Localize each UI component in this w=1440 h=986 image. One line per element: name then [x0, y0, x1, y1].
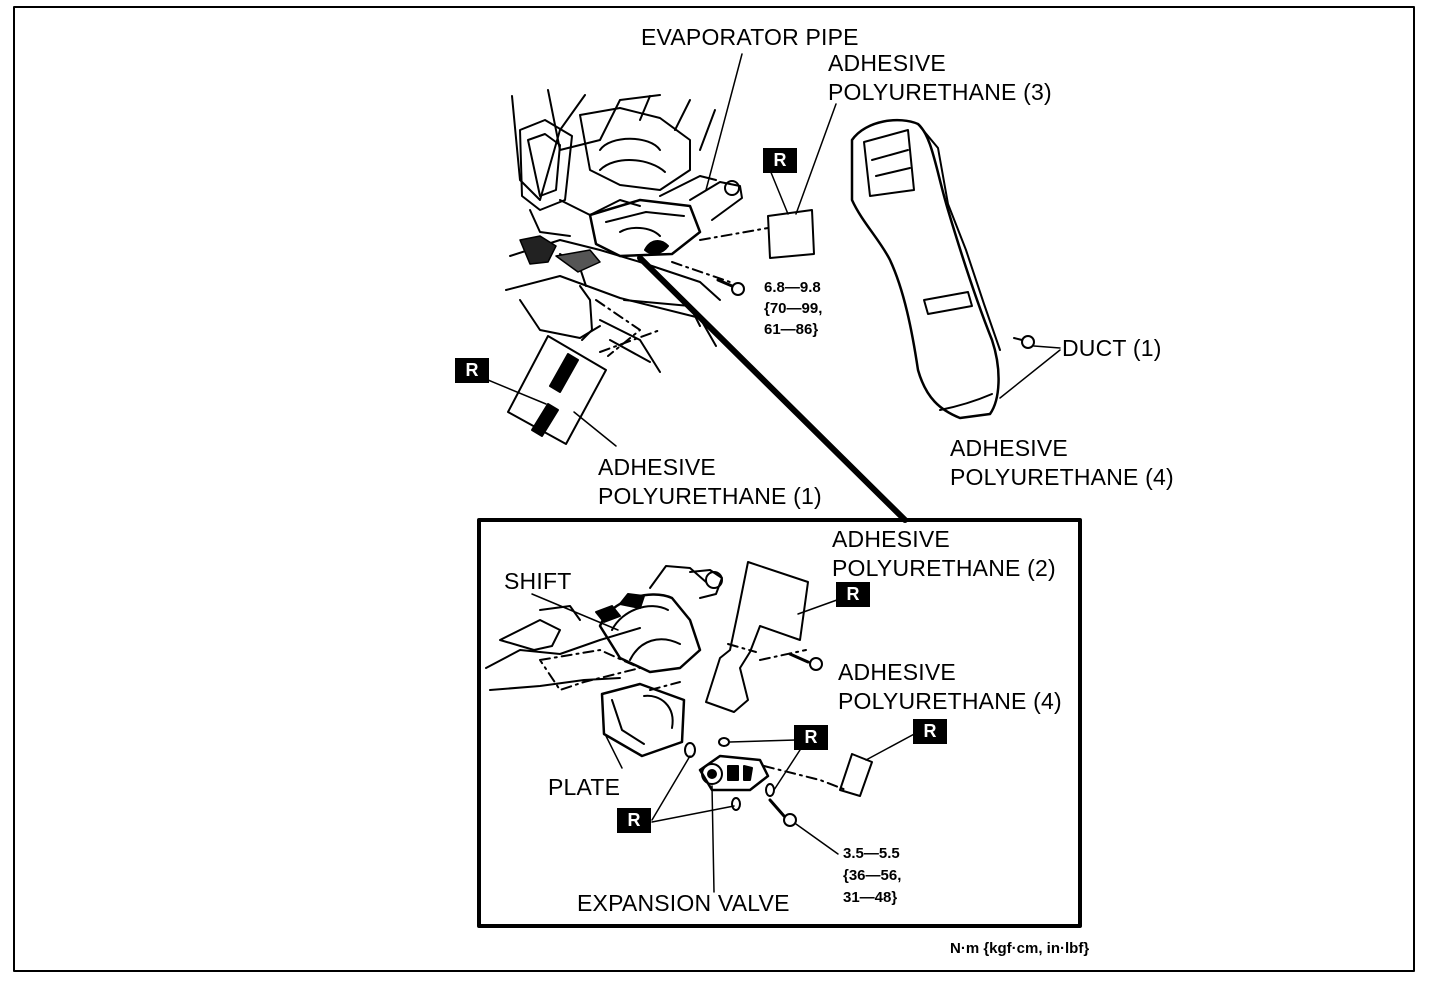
torque-lower-line3: 31—48}	[843, 889, 898, 906]
label-adhesive-3-line1: ADHESIVE	[828, 50, 946, 76]
torque-upper-line1: 6.8—9.8	[764, 279, 821, 296]
torque-lower-line2: {36—56,	[843, 867, 902, 884]
inset-frame	[477, 518, 1082, 928]
label-evaporator-pipe: EVAPORATOR PIPE	[641, 24, 859, 50]
replace-badge-adhesive-3: R	[763, 148, 797, 173]
label-adhesive-1-line2: POLYURETHANE (1)	[598, 483, 822, 509]
replace-badge-adhesive-4-inset: R	[913, 719, 947, 744]
outer-frame	[13, 6, 1415, 972]
adhesive-pad-1	[507, 335, 607, 445]
label-adhesive-4-top-line1: ADHESIVE	[950, 435, 1068, 461]
label-plate: PLATE	[548, 774, 621, 800]
label-adhesive-2-line2: POLYURETHANE (2)	[832, 555, 1056, 581]
expansion-valve-part	[684, 737, 847, 827]
torque-upper-line3: 61—86}	[764, 321, 819, 338]
torque-upper-line2: {70—99,	[764, 300, 823, 317]
label-adhesive-2-line1: ADHESIVE	[832, 526, 950, 552]
inset-pointer-line	[637, 255, 908, 523]
label-adhesive-4-inset-line2: POLYURETHANE (4)	[838, 688, 1062, 714]
replace-badge-adhesive-1: R	[455, 358, 489, 383]
replace-badge-adhesive-2: R	[836, 582, 870, 607]
label-adhesive-1-line1: ADHESIVE	[598, 454, 716, 480]
replace-badge-oring-lower: R	[617, 808, 651, 833]
adhesive-pad-2	[705, 561, 823, 713]
adhesive-pad-4-inset	[839, 753, 873, 797]
inset-assembly	[485, 565, 723, 758]
label-adhesive-4-inset-line1: ADHESIVE	[838, 659, 956, 685]
replace-badge-oring-upper: R	[794, 725, 828, 750]
torque-lower-line1: 3.5—5.5	[843, 845, 900, 862]
label-adhesive-4-top-line2: POLYURETHANE (4)	[950, 464, 1174, 490]
label-expansion-valve: EXPANSION VALVE	[577, 890, 790, 916]
leader-lines	[487, 53, 1061, 893]
label-adhesive-3-line2: POLYURETHANE (3)	[828, 79, 1052, 105]
units-note: N·m {kgf·cm, in·lbf}	[950, 940, 1090, 957]
duct-1	[850, 118, 1035, 420]
upper-assembly	[505, 89, 769, 373]
adhesive-pad-3	[767, 209, 815, 259]
label-shift: SHIFT	[504, 568, 572, 594]
label-duct-1: DUCT (1)	[1062, 335, 1162, 361]
